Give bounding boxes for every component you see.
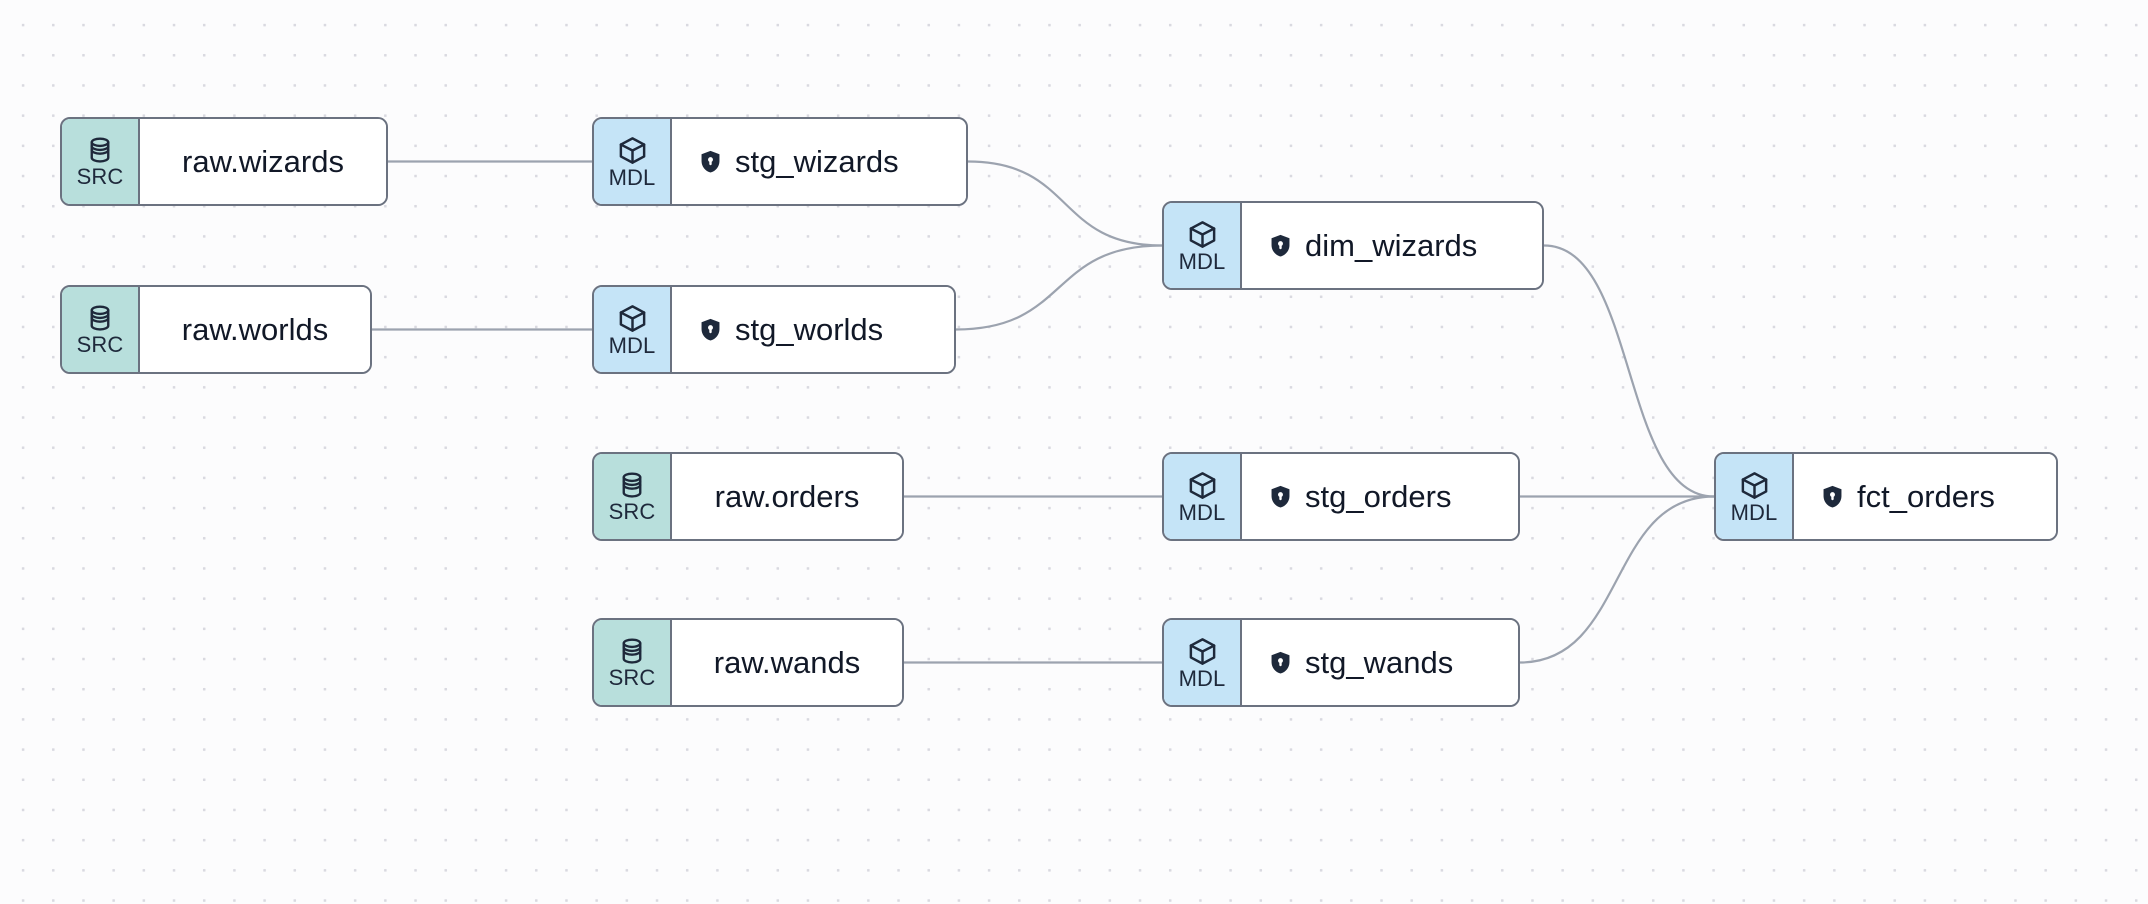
node-label: dim_wizards (1305, 228, 1478, 263)
node-type-label: MDL (1178, 248, 1226, 274)
node-body: raw.orders (672, 454, 902, 539)
shield-lock-icon (1820, 484, 1845, 509)
cube-icon (1187, 470, 1218, 501)
cube-icon (1187, 636, 1218, 667)
graph-edge-stg_wizards-to-dim_wizards (966, 160, 1164, 247)
node-body: raw.wands (672, 620, 902, 705)
node-type-badge: MDL (1164, 203, 1242, 288)
database-cylinder-icon (617, 470, 647, 500)
node-body: dim_wizards (1242, 203, 1542, 288)
graph-node-stg_wizards[interactable]: MDL stg_wizards (592, 117, 968, 206)
graph-node-stg_orders[interactable]: MDL stg_orders (1162, 452, 1520, 541)
shield-lock-icon (698, 317, 723, 342)
node-type-label: MDL (1730, 499, 1778, 525)
node-body: stg_worlds (672, 287, 954, 372)
node-type-badge: MDL (594, 287, 672, 372)
node-label: raw.wands (713, 645, 861, 680)
node-type-label: SRC (76, 164, 124, 189)
cube-icon (617, 303, 648, 334)
node-type-badge: SRC (594, 620, 672, 705)
graph-node-raw_worlds[interactable]: SRC raw.worlds (60, 285, 372, 374)
node-type-badge: MDL (1164, 620, 1242, 705)
cube-icon (1187, 219, 1218, 250)
graph-node-dim_wizards[interactable]: MDL dim_wizards (1162, 201, 1544, 290)
graph-node-stg_wands[interactable]: MDL stg_wands (1162, 618, 1520, 707)
node-type-label: MDL (608, 164, 656, 190)
node-label: raw.orders (714, 479, 860, 514)
graph-node-raw_orders[interactable]: SRC raw.orders (592, 452, 904, 541)
node-label: stg_worlds (735, 312, 884, 347)
database-cylinder-icon (85, 135, 115, 165)
shield-lock-icon (1268, 650, 1293, 675)
node-type-badge: SRC (594, 454, 672, 539)
node-type-label: MDL (1178, 665, 1226, 691)
graph-edge-dim_wizards-to-fct_orders (1542, 244, 1716, 498)
node-type-badge: MDL (1716, 454, 1794, 539)
cube-icon (617, 135, 648, 166)
node-body: stg_wizards (672, 119, 966, 204)
node-type-label: MDL (1178, 499, 1226, 525)
node-body: stg_wands (1242, 620, 1518, 705)
node-body: fct_orders (1794, 454, 2056, 539)
graph-node-raw_wands[interactable]: SRC raw.wands (592, 618, 904, 707)
node-type-badge: SRC (62, 287, 140, 372)
graph-node-stg_worlds[interactable]: MDL stg_worlds (592, 285, 956, 374)
graph-edge-stg_worlds-to-dim_wizards (954, 244, 1164, 331)
node-type-badge: MDL (594, 119, 672, 204)
node-label: raw.wizards (182, 144, 344, 179)
node-label: fct_orders (1857, 479, 1995, 514)
shield-lock-icon (698, 149, 723, 174)
node-type-label: SRC (608, 665, 656, 690)
database-cylinder-icon (617, 636, 647, 666)
node-label: stg_orders (1305, 479, 1452, 514)
graph-edge-stg_wands-to-fct_orders (1518, 495, 1716, 664)
node-label: stg_wizards (735, 144, 899, 179)
database-cylinder-icon (85, 303, 115, 333)
node-type-label: MDL (608, 332, 656, 358)
cube-icon (1739, 470, 1770, 501)
graph-node-raw_wizards[interactable]: SRC raw.wizards (60, 117, 388, 206)
shield-lock-icon (1268, 233, 1293, 258)
node-body: stg_orders (1242, 454, 1518, 539)
node-label: raw.worlds (181, 312, 329, 347)
node-type-label: SRC (608, 499, 656, 524)
graph-node-fct_orders[interactable]: MDL fct_orders (1714, 452, 2058, 541)
node-type-badge: SRC (62, 119, 140, 204)
shield-lock-icon (1268, 484, 1293, 509)
node-type-badge: MDL (1164, 454, 1242, 539)
node-body: raw.wizards (140, 119, 386, 204)
node-body: raw.worlds (140, 287, 370, 372)
node-label: stg_wands (1305, 645, 1454, 680)
node-type-label: SRC (76, 332, 124, 357)
